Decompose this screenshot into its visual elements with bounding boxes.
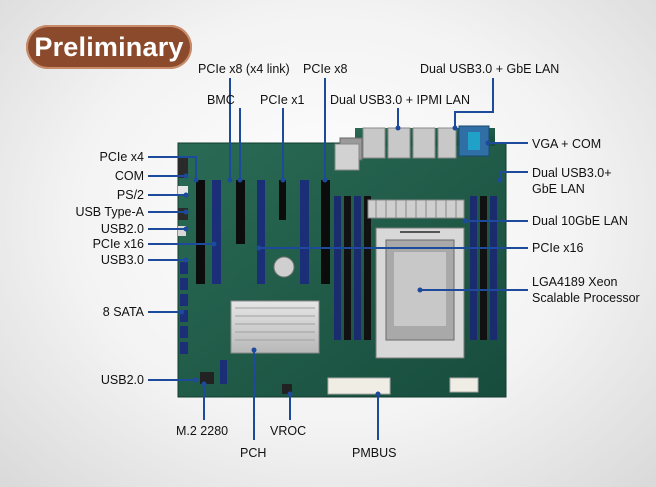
label-pmbus: PMBUS: [352, 446, 397, 460]
label-pcie-x16-right: PCIe x16: [532, 241, 584, 255]
label-dual-usb-ipmi: Dual USB3.0 + IPMI LAN: [330, 93, 470, 107]
label-ps2: PS/2: [116, 188, 144, 202]
label-pcie-x16-left: PCIe x16: [92, 237, 144, 251]
label-usb20-top: USB2.0: [100, 222, 144, 236]
sata-connectors: [180, 262, 227, 384]
label-bmc: BMC: [207, 93, 235, 107]
label-dual-usb-gbe-top: Dual USB3.0 + GbE LAN: [420, 62, 560, 76]
label-com: COM: [114, 169, 144, 183]
label-pch: PCH: [240, 446, 267, 460]
label-sata: 8 SATA: [102, 305, 144, 319]
label-dual-usb-gbe-right-2: GbE LAN: [532, 182, 585, 196]
pcie-slots: [196, 180, 330, 284]
label-m2: M.2 2280: [176, 424, 229, 438]
preliminary-badge: Preliminary: [26, 25, 192, 69]
label-vga-com: VGA + COM: [532, 137, 602, 151]
power-connectors: [200, 372, 479, 395]
label-usb-type-a: USB Type-A: [75, 205, 144, 219]
vrm-heatsink: [334, 143, 465, 219]
label-lga-2: Scalable Processor: [532, 291, 640, 305]
label-pcie-x8-x4: PCIe x8 (x4 link): [198, 62, 290, 76]
label-pcie-x1: PCIe x1: [260, 93, 305, 107]
label-dual-10gbe: Dual 10GbE LAN: [532, 214, 628, 228]
label-pcie-x8: PCIe x8: [303, 62, 348, 76]
label-dual-usb-gbe-right-1: Dual USB3.0+: [532, 166, 612, 180]
label-pcie-x4: PCIe x4: [99, 150, 144, 164]
label-usb30: USB3.0: [100, 253, 144, 267]
label-lga-1: LGA4189 Xeon: [532, 275, 618, 289]
pch-heatsink: [230, 300, 320, 354]
left-edge-connectors: [178, 158, 188, 236]
cmos-battery: [273, 256, 295, 278]
label-usb20-bottom: USB2.0: [100, 373, 144, 387]
callout-dots: [179, 125, 503, 397]
dimm-slots: [334, 196, 497, 340]
callout-lines: [148, 78, 528, 440]
label-vroc: VROC: [270, 424, 307, 438]
